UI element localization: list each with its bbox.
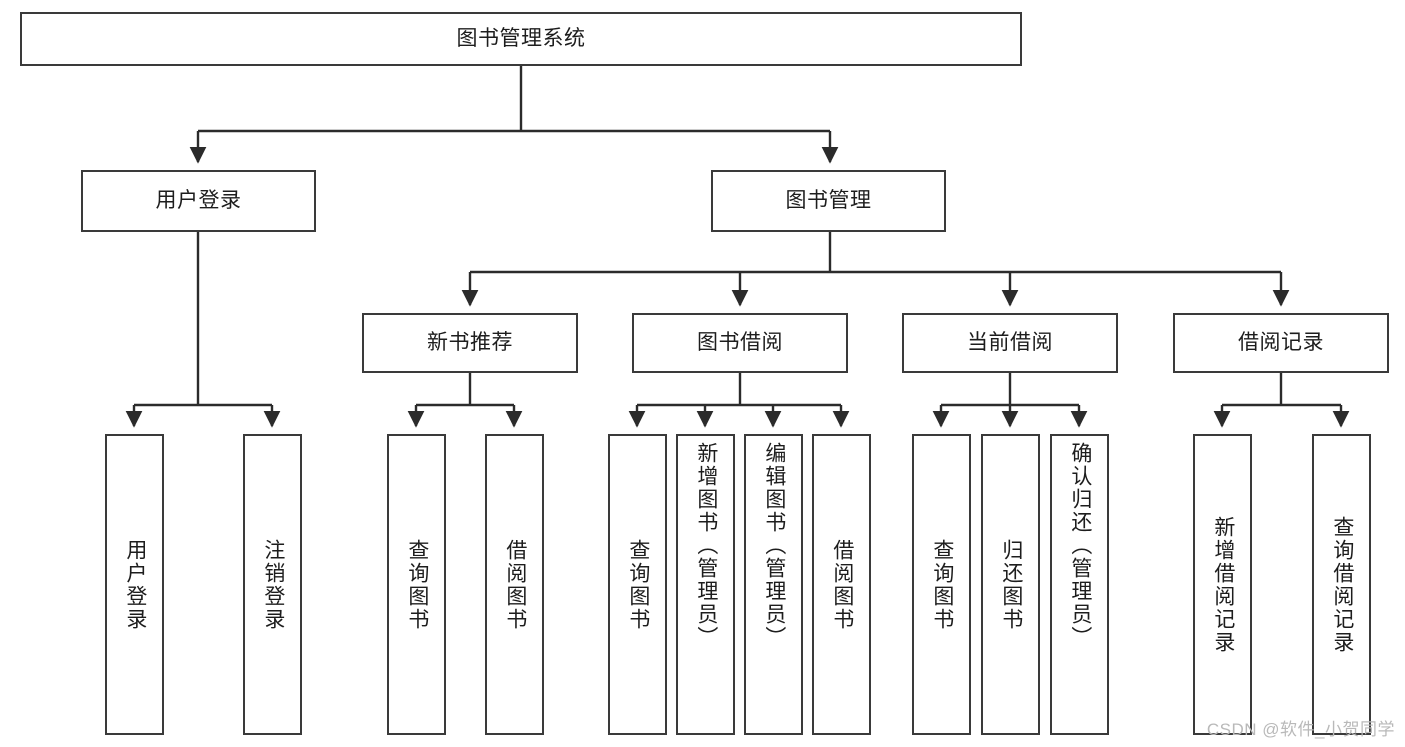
node-leaf-query-book-3[interactable]: 查询图书 xyxy=(912,434,971,735)
node-leaf-add-book[interactable]: 新增图书（管理员） xyxy=(676,434,735,735)
node-user-login[interactable]: 用户登录 xyxy=(81,170,316,232)
node-new-book-recommend[interactable]: 新书推荐 xyxy=(362,313,578,373)
node-leaf-logout-login[interactable]: 注销登录 xyxy=(243,434,302,735)
node-leaf-edit-book[interactable]: 编辑图书（管理员） xyxy=(744,434,803,735)
node-label: 归还图书 xyxy=(999,538,1023,631)
node-label: 查询借阅记录 xyxy=(1330,515,1354,654)
node-leaf-confirm-return[interactable]: 确认归还（管理员） xyxy=(1050,434,1109,735)
node-label: 图书借阅 xyxy=(697,331,783,355)
node-label: 查询图书 xyxy=(626,538,650,631)
node-label: 查询图书 xyxy=(405,538,429,631)
node-leaf-return-book[interactable]: 归还图书 xyxy=(981,434,1040,735)
node-book-borrow[interactable]: 图书借阅 xyxy=(632,313,848,373)
node-label: 图书管理系统 xyxy=(456,27,586,51)
node-label: 当前借阅 xyxy=(967,331,1053,355)
node-borrow-record[interactable]: 借阅记录 xyxy=(1173,313,1389,373)
node-label: 新增借阅记录 xyxy=(1211,515,1235,654)
node-leaf-user-login[interactable]: 用户登录 xyxy=(105,434,164,735)
node-leaf-borrow-book-1[interactable]: 借阅图书 xyxy=(485,434,544,735)
node-leaf-query-borrow-record[interactable]: 查询借阅记录 xyxy=(1312,434,1371,735)
node-label: 借阅图书 xyxy=(503,538,527,631)
node-label: 用户登录 xyxy=(123,538,147,631)
node-leaf-add-borrow-record[interactable]: 新增借阅记录 xyxy=(1193,434,1252,735)
node-leaf-borrow-book-2[interactable]: 借阅图书 xyxy=(812,434,871,735)
node-leaf-query-book-2[interactable]: 查询图书 xyxy=(608,434,667,735)
node-leaf-query-book-1[interactable]: 查询图书 xyxy=(387,434,446,735)
node-label: 借阅记录 xyxy=(1238,331,1324,355)
node-label: 图书管理 xyxy=(785,189,872,213)
node-book-management-system[interactable]: 图书管理系统 xyxy=(20,12,1022,66)
node-label: 查询图书 xyxy=(930,538,954,631)
node-label: 编辑图书（管理员） xyxy=(762,442,786,649)
node-label: 确认归还（管理员） xyxy=(1068,442,1092,649)
node-label: 借阅图书 xyxy=(830,538,854,631)
node-book-management[interactable]: 图书管理 xyxy=(711,170,946,232)
node-current-borrow[interactable]: 当前借阅 xyxy=(902,313,1118,373)
node-label: 注销登录 xyxy=(261,538,285,631)
node-label: 用户登录 xyxy=(155,189,242,213)
node-label: 新增图书（管理员） xyxy=(694,442,718,649)
node-label: 新书推荐 xyxy=(427,331,513,355)
